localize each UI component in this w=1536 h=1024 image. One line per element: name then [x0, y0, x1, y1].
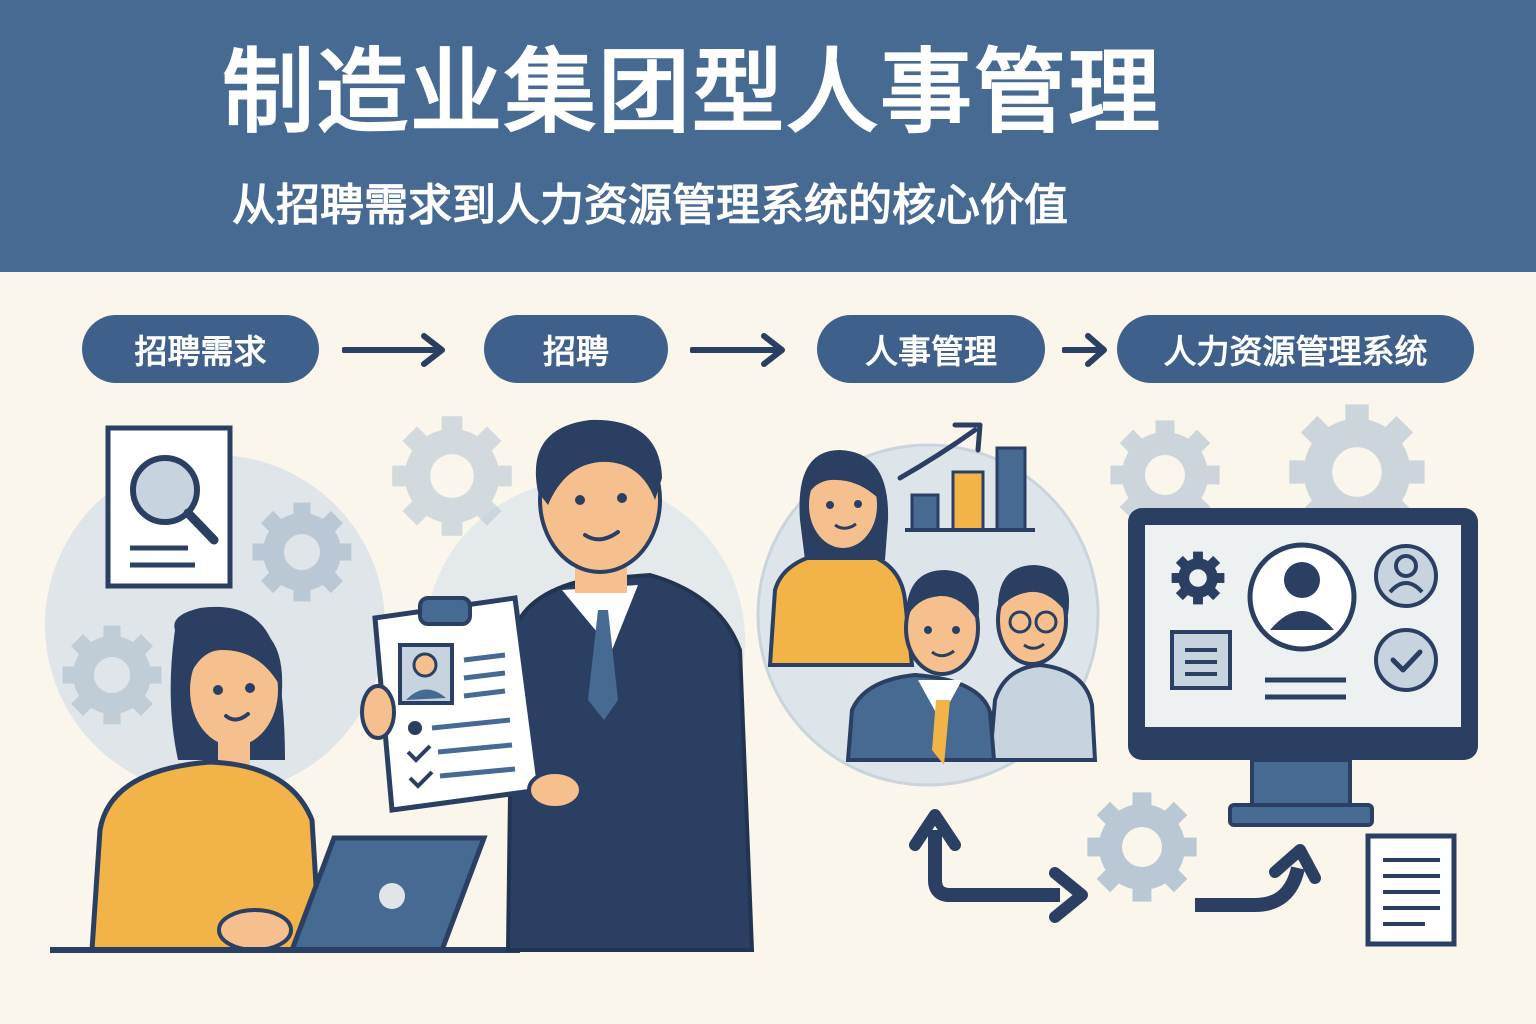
user-avatar-icon	[1247, 542, 1357, 652]
gear-icon	[1087, 792, 1196, 901]
page-subtitle: 从招聘需求到人力资源管理系统的核心价值	[232, 180, 1068, 231]
flow-step-hr-system: 人力资源管理系统	[1117, 315, 1474, 383]
document-list-icon	[1365, 833, 1457, 947]
woman-at-laptop	[89, 606, 323, 953]
man-with-clipboard	[505, 419, 755, 952]
arrow-right-icon	[342, 333, 445, 367]
laptop-icon	[50, 835, 520, 953]
document-search-icon	[105, 425, 233, 589]
arrow-right-icon	[1062, 333, 1107, 367]
page-title: 制造业集团型人事管理	[222, 39, 1163, 146]
clipboard-resume-icon	[360, 595, 583, 813]
arrow-right-icon	[690, 333, 785, 367]
flow-step-personnel: 人事管理	[817, 315, 1045, 383]
user-avatar-icon	[1374, 544, 1438, 608]
header-banner: 制造业集团型人事管理 从招聘需求到人力资源管理系统的核心价值	[0, 0, 1536, 272]
flow-step-recruit-demand: 招聘需求	[82, 315, 319, 383]
arrow-right-icon	[1195, 844, 1321, 912]
gear-icon	[392, 416, 512, 536]
growth-chart-icon	[897, 422, 1035, 532]
check-circle-icon	[1374, 628, 1438, 692]
flow-step-recruit: 招聘	[484, 315, 668, 383]
cycle-arrow-icon	[909, 809, 1088, 923]
